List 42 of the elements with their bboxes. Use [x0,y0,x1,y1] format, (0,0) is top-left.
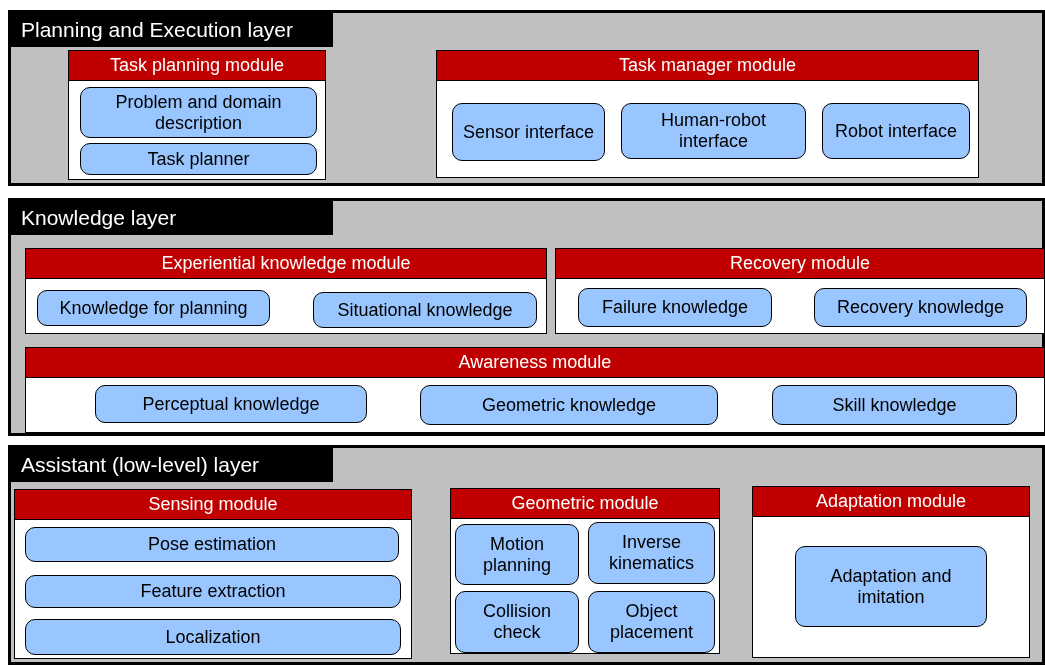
component-tile: Adaptation and imitation [795,546,987,627]
layer-title: Planning and Execution layer [11,13,333,47]
layer-band [8,445,1045,665]
component-tile: Recovery knowledge [814,288,1027,327]
component-tile: Object placement [588,591,715,653]
module-header: Geometric module [451,489,719,519]
component-tile: Perceptual knowledge [95,385,367,423]
component-tile: Problem and domain description [80,87,317,138]
module-header: Awareness module [26,348,1044,378]
component-tile: Geometric knowledge [420,385,718,425]
module-header: Adaptation module [753,487,1029,517]
component-tile: Skill knowledge [772,385,1017,425]
layer-title: Knowledge layer [11,201,333,235]
module-header: Recovery module [556,249,1044,279]
component-tile: Pose estimation [25,527,399,562]
component-tile: Situational knowledge [313,292,537,328]
component-tile: Inverse kinematics [588,522,715,584]
module-header: Task manager module [437,51,978,81]
component-tile: Sensor interface [452,103,605,161]
layer-band [8,10,1045,186]
module-panel [436,50,979,178]
component-tile: Motion planning [455,524,579,585]
module-panel [25,347,1045,433]
component-tile: Failure knowledge [578,288,772,327]
component-tile: Human-robot interface [621,103,806,159]
module-panel [14,489,412,659]
component-tile: Task planner [80,143,317,175]
component-tile: Knowledge for planning [37,290,270,326]
component-tile: Feature extraction [25,575,401,608]
component-tile: Localization [25,619,401,655]
layer-band [8,198,1045,436]
module-panel [752,486,1030,658]
layer-title: Assistant (low-level) layer [11,448,333,482]
module-header: Sensing module [15,490,411,520]
module-panel [68,50,326,180]
module-panel [555,248,1045,334]
module-header: Experiential knowledge module [26,249,546,279]
module-header: Task planning module [69,51,325,81]
component-tile: Robot interface [822,103,970,159]
module-panel [25,248,547,334]
module-panel [450,488,720,654]
component-tile: Collision check [455,591,579,653]
